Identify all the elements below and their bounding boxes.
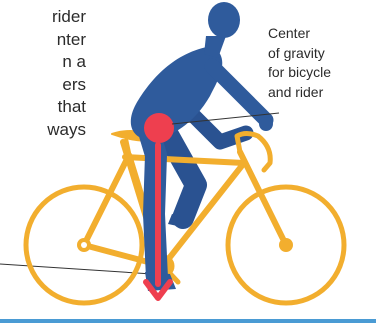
rider-back-leg: [168, 135, 196, 218]
seat-post: [126, 141, 129, 155]
rider-neck: [204, 36, 226, 58]
rider-hand: [259, 117, 273, 131]
rear-cog: [81, 242, 87, 248]
front-fork: [240, 152, 286, 245]
front-hub: [279, 238, 293, 252]
caption-leader-line: [0, 264, 152, 274]
rider-head: [208, 2, 240, 38]
center-of-gravity-dot: [144, 113, 174, 143]
rider-front-arm: [212, 66, 266, 120]
